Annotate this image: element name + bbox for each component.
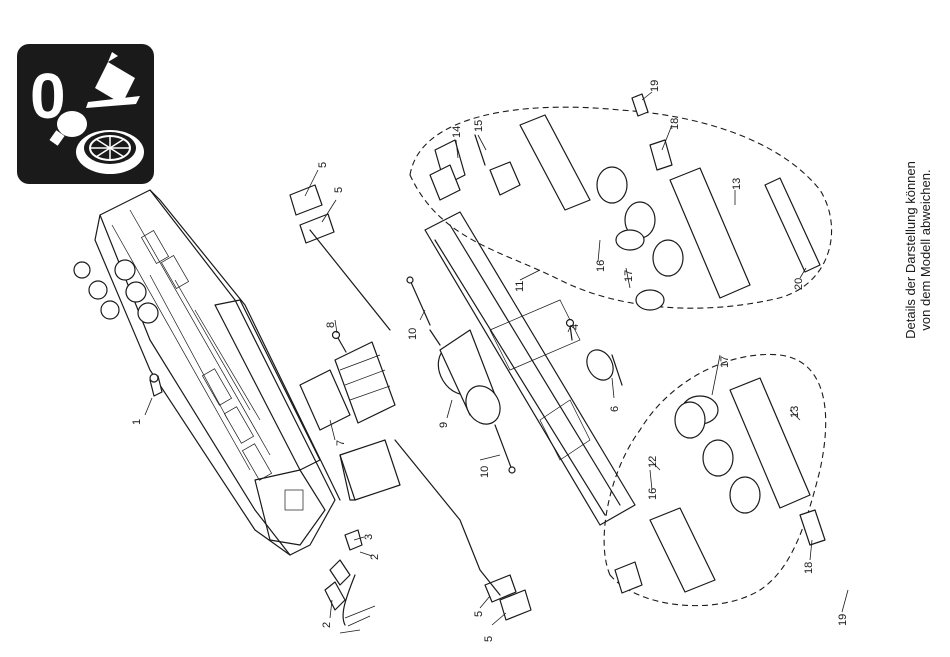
callout-5a: 5 bbox=[317, 162, 329, 168]
callout-16b: 16 bbox=[647, 488, 659, 500]
callout-12: 12 bbox=[647, 456, 659, 468]
part-6-disc bbox=[582, 345, 622, 385]
callout-7: 7 bbox=[335, 440, 347, 446]
callout-19b: 19 bbox=[837, 614, 849, 626]
callout-9: 9 bbox=[438, 422, 450, 428]
callout-4: 4 bbox=[569, 324, 581, 330]
callout-2a: 2 bbox=[321, 622, 333, 628]
callout-20: 20 bbox=[793, 278, 805, 290]
callout-5b: 5 bbox=[333, 187, 345, 193]
callout-15: 15 bbox=[473, 120, 485, 132]
callout-3: 3 bbox=[363, 534, 375, 540]
disclaimer-note: Details der Darstellung können von dem M… bbox=[903, 161, 933, 339]
callout-14: 14 bbox=[451, 126, 463, 138]
callout-13a: 13 bbox=[731, 178, 743, 190]
callout-19a: 19 bbox=[649, 80, 661, 92]
callout-5d: 5 bbox=[483, 636, 495, 642]
locomotive-body-shell bbox=[74, 190, 340, 555]
callout-11: 11 bbox=[514, 281, 526, 292]
part-2-3-couplers bbox=[325, 530, 375, 633]
callout-1: 1 bbox=[131, 419, 143, 425]
maintenance-badge: 0 bbox=[17, 44, 154, 184]
callout-17a: 17 bbox=[623, 270, 635, 282]
callout-5c: 5 bbox=[473, 611, 485, 617]
callout-10a: 10 bbox=[407, 328, 419, 340]
callout-18a: 18 bbox=[669, 118, 681, 130]
light-housing bbox=[340, 440, 400, 500]
part-1-fitting bbox=[150, 374, 162, 396]
part-7-circuit-boards bbox=[300, 342, 395, 430]
callout-17b: 17 bbox=[719, 356, 731, 368]
callout-6: 6 bbox=[609, 406, 621, 412]
callout-18b: 18 bbox=[803, 562, 815, 574]
callout-8: 8 bbox=[325, 322, 337, 328]
note-line-2: von dem Modell abweichen. bbox=[918, 169, 933, 330]
callout-2b: 2 bbox=[369, 554, 381, 560]
wheel-icon bbox=[76, 130, 144, 174]
callout-10b: 10 bbox=[479, 466, 491, 478]
callout-13b: 13 bbox=[789, 406, 801, 418]
part-8-screw bbox=[333, 332, 347, 353]
note-line-1: Details der Darstellung können bbox=[903, 161, 918, 339]
callout-16a: 16 bbox=[595, 260, 607, 272]
